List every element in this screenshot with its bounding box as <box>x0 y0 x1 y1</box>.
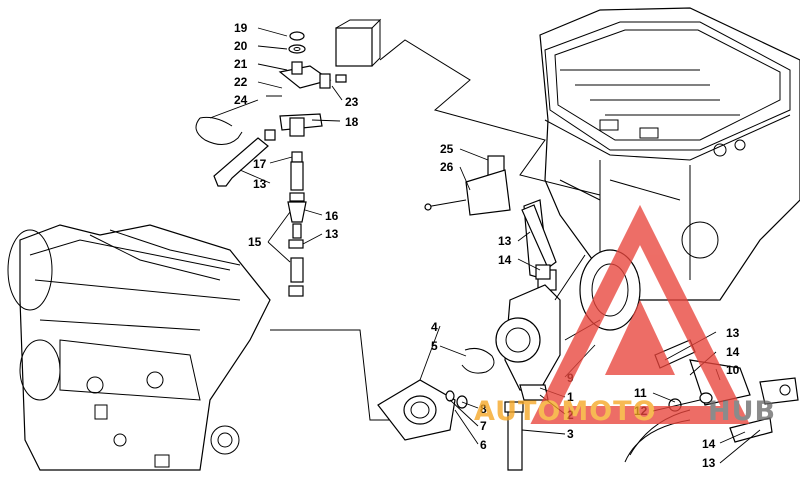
callout-13-a: 13 <box>253 177 267 191</box>
callout-10: 10 <box>726 363 740 377</box>
fuel-line-route-lower <box>270 329 400 421</box>
fuel-hose-upper <box>213 137 269 187</box>
callout-11: 11 <box>634 386 647 400</box>
intake-boot <box>377 348 495 441</box>
watermark-text-left: AUTOMOTO <box>474 396 657 427</box>
callout-16: 16 <box>325 209 339 223</box>
callout-14-a: 14 <box>498 253 512 267</box>
watermark-text-right: HUB <box>708 396 776 427</box>
callout-21: 21 <box>234 57 248 71</box>
callout-4: 4 <box>431 320 438 334</box>
fuel-hose-13-14 <box>521 204 557 269</box>
callout-25: 25 <box>440 142 454 156</box>
engine-block <box>7 224 271 471</box>
callout-23: 23 <box>345 95 359 109</box>
callout-3: 3 <box>567 427 574 441</box>
callout-7: 7 <box>480 419 487 433</box>
callout-24: 24 <box>234 93 248 107</box>
hose-clamp-24 <box>195 116 243 145</box>
callout-22: 22 <box>234 75 248 89</box>
hose-clamp-14 <box>535 264 551 280</box>
callouts: 19 20 21 22 24 23 18 17 13 16 15 13 25 2… <box>234 21 740 470</box>
fuel-pump-bracket <box>264 18 382 141</box>
callout-1: 1 <box>567 390 574 404</box>
watermark-logo: AUTOMOTO HUB <box>474 204 776 427</box>
fuel-filter-assembly <box>287 151 307 297</box>
watermark-triangle-outer <box>530 204 750 424</box>
airbox <box>539 7 800 301</box>
fitting-25-26 <box>424 155 511 216</box>
callout-19: 19 <box>234 21 248 35</box>
callout-13-d: 13 <box>726 326 740 340</box>
callout-20: 20 <box>234 39 248 53</box>
callout-13-c: 13 <box>498 234 512 248</box>
callout-8: 8 <box>480 402 487 416</box>
callout-6: 6 <box>480 438 487 452</box>
callout-13-e: 13 <box>702 456 716 470</box>
callout-13-b: 13 <box>325 227 339 241</box>
callout-17: 17 <box>253 157 267 171</box>
callout-5: 5 <box>431 339 438 353</box>
callout-14-c: 14 <box>702 437 716 451</box>
fuel-line-route <box>379 39 601 196</box>
callout-15: 15 <box>248 235 262 249</box>
callout-18: 18 <box>345 115 359 129</box>
watermark-triangle-inner <box>605 300 675 375</box>
callout-26: 26 <box>440 160 454 174</box>
callout-14-b: 14 <box>726 345 740 359</box>
